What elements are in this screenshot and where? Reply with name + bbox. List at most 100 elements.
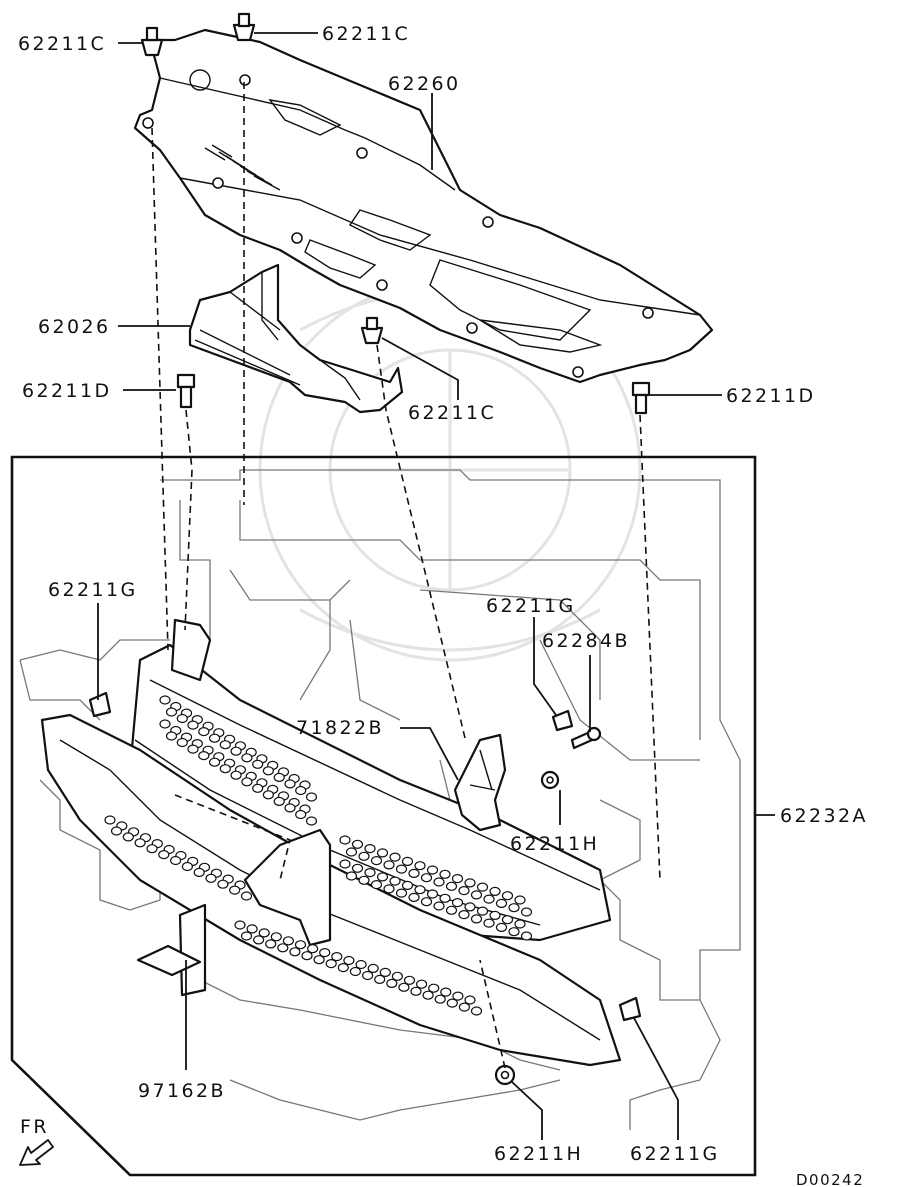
mesh-cell [241,753,253,763]
mesh-cell [345,871,358,881]
mesh-cell [403,975,416,985]
mesh-cell [305,816,318,826]
label-62211H-mid: 62211H [510,833,599,855]
mesh-cell [446,998,458,1008]
label-71822B: 71822B [296,717,384,739]
mesh-cell [159,719,171,729]
mesh-cell [364,867,376,878]
mesh-cell [395,864,408,874]
mesh-cell [476,906,489,916]
mesh-cell [470,914,483,924]
mesh-cell [146,844,158,854]
label-62211C-top-right: 62211C [322,23,410,45]
mesh-cell [422,990,434,1000]
mesh-cell [165,707,178,717]
bolt-62284B [570,726,602,750]
mesh-cell [401,856,414,867]
label-62026: 62026 [38,316,110,338]
mesh-cell [389,852,401,862]
mesh-cell [289,947,301,957]
mesh-cell [495,898,508,909]
mesh-cell [165,731,178,741]
mesh-cell [339,859,351,869]
label-62211G-mid: 62211G [486,595,576,617]
mesh-cell [351,863,364,873]
mesh-cell [439,869,451,879]
mesh-cell [284,803,296,813]
mesh-cell [170,855,182,866]
mesh-cell [358,875,370,885]
label-62211D-right: 62211D [726,385,815,407]
clip-62211C-right [232,12,256,42]
mesh-cell [416,979,428,989]
label-97162B: 97162B [138,1080,226,1102]
mesh-cell [181,861,193,872]
mesh-cell [351,839,364,849]
mesh-cell [426,865,439,875]
mesh-cell [273,772,285,783]
mesh-cell [370,879,383,890]
mesh-cell [122,832,134,842]
mesh-cell [187,720,199,730]
mesh-cell [451,873,464,884]
mesh-cell [270,932,282,942]
grille-mesh-lower [104,815,483,1016]
nut-62211H-bottom [494,1064,516,1086]
mesh-cell [508,927,520,937]
mesh-cell [253,935,265,945]
part-labels: 62211C 62211C 62260 62026 62211C 62211D … [18,23,865,1165]
mesh-cell [383,884,395,894]
mesh-cell [391,971,403,981]
emblem-97162B [136,903,207,997]
mesh-cell [520,907,533,917]
mesh-cell [520,931,533,941]
mesh-cell [198,726,210,737]
mesh-cell [452,991,464,1001]
mesh-cell [362,970,374,981]
mesh-cell [440,987,452,997]
mesh-cell [420,897,433,907]
mesh-cell [337,962,349,973]
mesh-cell [364,843,376,854]
direction-label: FR [20,1116,49,1138]
mesh-cell [305,792,318,802]
clip-62211C-mid [360,316,384,345]
mesh-cell [476,882,489,892]
clip-62211D-right [631,381,651,415]
mesh-cell [386,978,398,989]
mesh-cell [470,890,483,900]
mesh-cell [489,886,501,897]
mesh-cell [294,940,307,950]
mesh-cell [331,951,343,962]
mesh-cell [408,868,420,879]
label-62211D-left: 62211D [22,380,111,402]
mesh-cell [379,967,391,978]
mesh-cell [339,835,351,845]
mesh-cell [489,910,501,921]
mesh-cell [282,936,294,946]
front-direction-indicator: FR [19,1116,54,1166]
mesh-cell [307,944,319,954]
mesh-cell [514,919,526,929]
label-62211C-top-left: 62211C [18,33,106,55]
mesh-cell [458,1002,470,1012]
diagram-code: D00242 [796,1171,864,1187]
mesh-cell [395,888,408,898]
mesh-cell [439,893,451,903]
mesh-cell [383,860,395,870]
mesh-cell [414,861,426,871]
mesh-cell [187,744,199,754]
mesh-cell [445,905,458,915]
mesh-cell [483,918,495,928]
mesh-cell [433,901,445,911]
mesh-cell [241,777,253,787]
mesh-cell [252,783,264,793]
label-62284B: 62284B [542,630,630,652]
mesh-cell [219,740,231,750]
mesh-cell [209,757,221,767]
label-62211H-bottom: 62211H [494,1143,583,1165]
mesh-cell [483,894,495,904]
alignment-lines [151,82,661,1069]
mesh-cell [265,939,277,949]
